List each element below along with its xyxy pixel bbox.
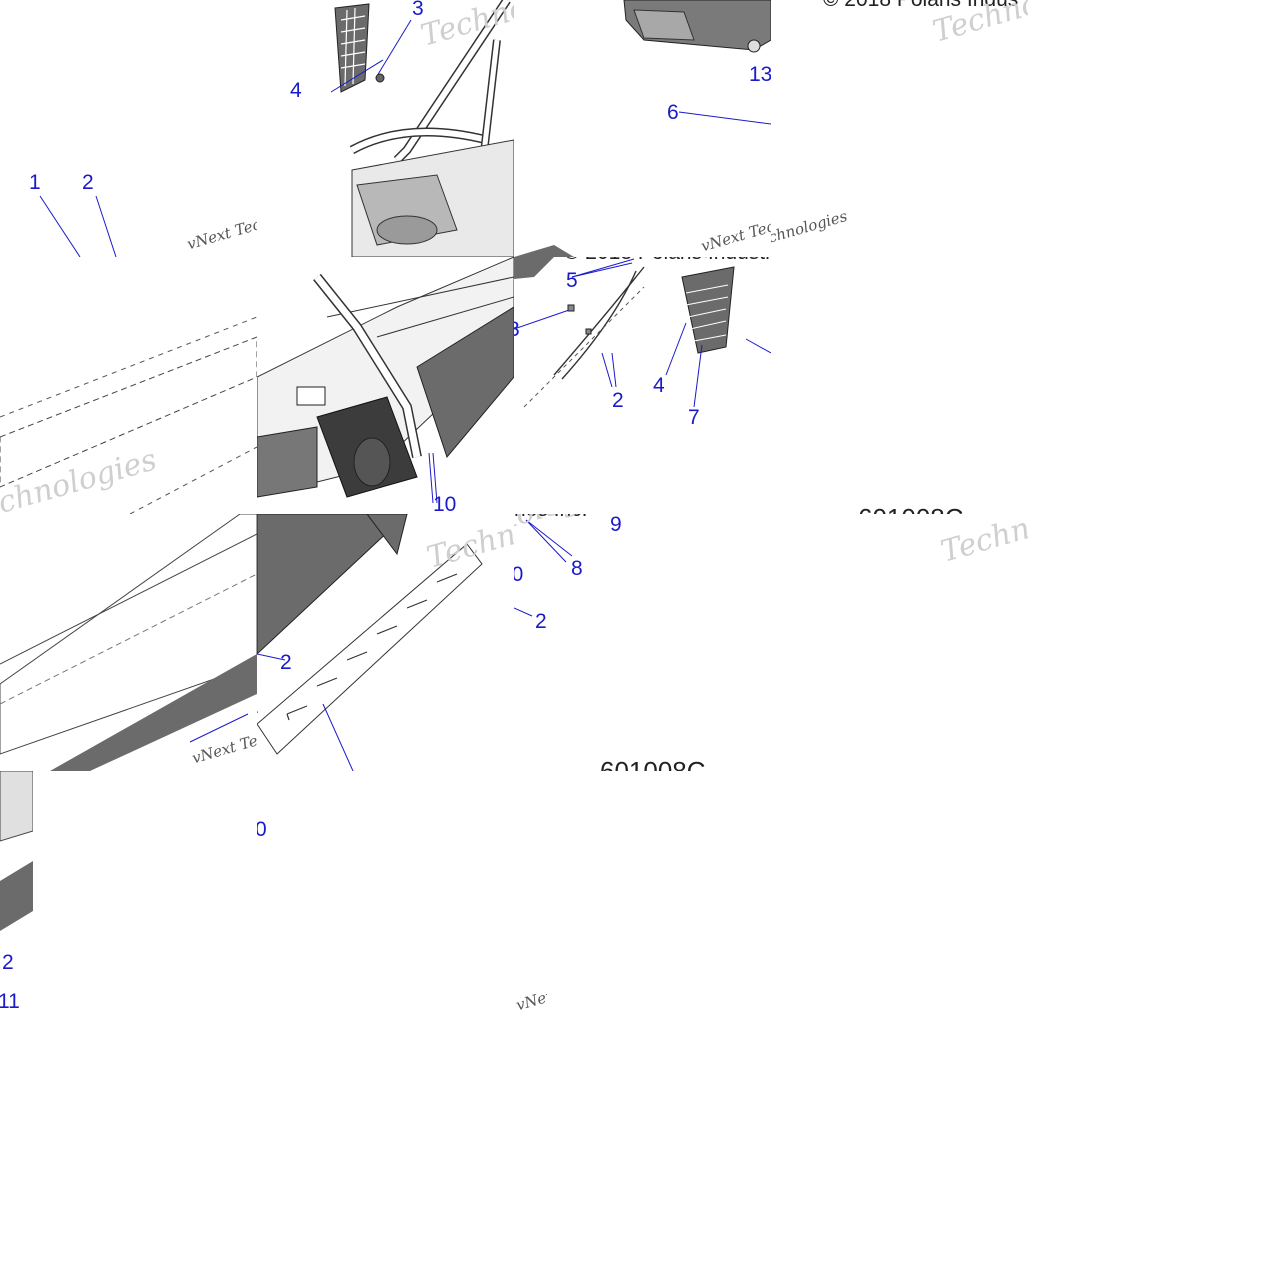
diagram-tile-running-board: 2 1 Technologies [257,514,514,771]
callout-2: 2 [280,651,292,674]
callout-8: 8 [571,557,583,580]
callout-1: 1 [257,696,259,717]
copyright-fragment: © 2018 Polaris Indus [823,0,1018,12]
diagram-tile-bottom-left: 2 11 [0,771,33,1028]
callout-1: 1 [29,171,41,194]
part-number: 601008C [858,503,964,514]
watermark: Technologies [937,514,1028,570]
diagram-tile-engine: 13 6 vNext Technologies [514,0,771,257]
callout-2: 2 [612,389,624,412]
diagram-tile-tunnel-frame: 10 [257,257,514,514]
diagram-tile-rails: © 2018 Polaris Industries Inc. 5 3 2 4 7… [514,257,771,514]
diagram-tile-partno-top: 601008C vNext Technologies [771,257,1028,514]
callout-10: 10 [514,563,524,586]
callout-2: 2 [2,951,14,974]
callout-4: 4 [290,79,302,102]
part-number: 601008C [600,756,706,771]
diagram-tile-board-end: ries Inc. 9 8 2 10 601008C Technologies [514,514,771,771]
diagram-tile-tunnel-left: Technologies [0,257,257,514]
tunnel-left-drawing [0,316,257,514]
diagram-tile-left-upper: 1 2 vNext Technologies [0,0,257,257]
copyright: © 2018 Polaris Industries Inc. [564,257,771,265]
diagram-tile-tunnel-lower: vNext Technologies [0,514,257,771]
callout-0: 0 [257,818,267,841]
rails-drawing [514,257,771,408]
tunnel-frame-drawing [257,257,514,504]
diagram-tile-bottom-right: vNext Technologies [514,771,547,1028]
running-board-drawing [257,514,483,771]
engine-drawing [514,0,771,257]
callout-2: 2 [82,171,94,194]
tunnel-lower-drawing [0,514,257,771]
callout-3: 3 [514,319,520,340]
callout-13: 13 [749,63,771,86]
board-end-drawing [514,519,573,617]
frame-upper-drawing [330,0,514,257]
diagram-tile-copyright: © 2018 Polaris Indus Technologies vNext … [771,0,1028,257]
watermark-small: vNext Technologies [514,956,547,1015]
watermark-small: vNext Technologies [771,206,850,257]
diagram-tile-bottom-mid: 0 [257,771,277,851]
left-leaders [39,195,117,257]
bottom-left-drawing [0,771,33,931]
callout-11: 11 [0,990,20,1013]
copyright-fragment: ries Inc. [514,514,588,522]
callout-6: 6 [667,101,679,124]
callout-7: 7 [688,406,700,429]
watermark-small: vNext Technologies [771,257,847,262]
callout-9: 9 [610,514,622,536]
callout-3: 3 [412,0,424,20]
callout-10: 10 [433,493,457,514]
diagram-tile-wm-right: Technologies [771,514,1028,771]
diagram-tile-frame-upper: 3 4 Technologies [257,0,514,257]
callout-2: 2 [535,610,547,633]
callout-4: 4 [653,374,665,397]
callout-5: 5 [566,269,578,292]
